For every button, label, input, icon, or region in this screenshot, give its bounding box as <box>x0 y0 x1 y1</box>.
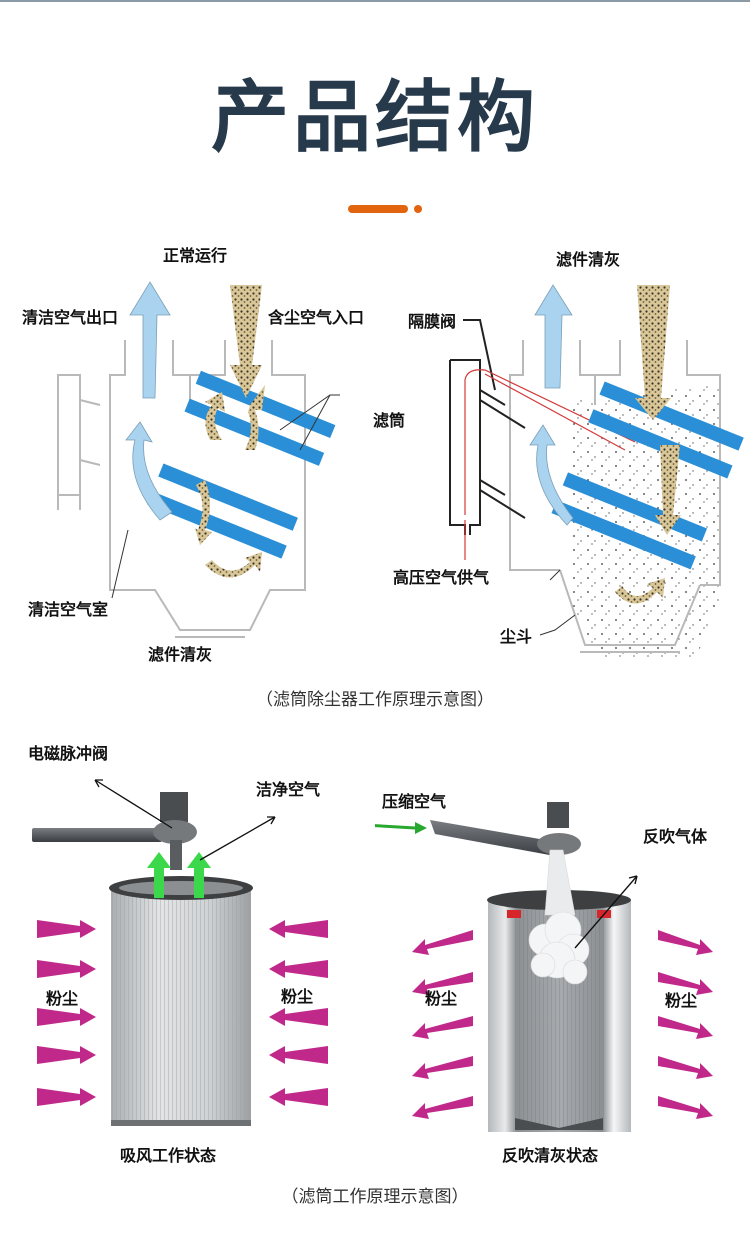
clean-air-green-arrow <box>187 852 211 898</box>
compressed-air-pipe <box>430 820 557 856</box>
filter-cartridge-cylinder <box>109 876 253 1126</box>
label-filter-cleaning-bottom: 滤件清灰 <box>148 645 213 664</box>
filter-cleaning-diagram <box>449 284 744 660</box>
solenoid-pulse-valve-body <box>153 792 197 870</box>
label-compressed-air: 压缩空气 <box>382 792 447 811</box>
dust-flow-arrow <box>205 552 262 578</box>
compressed-air-green-arrow <box>375 822 427 834</box>
dust-flow-arrow <box>245 385 265 450</box>
top-border-line <box>0 0 750 2</box>
label-dust-right-2: 粉尘 <box>665 991 698 1010</box>
air-header-pipe <box>32 828 162 842</box>
label-dust-left-1: 粉尘 <box>46 989 79 1008</box>
label-clean-air: 洁净空气 <box>256 780 321 799</box>
label-reverse-blow-state: 反吹清灰状态 <box>502 1146 599 1165</box>
title-accent-dot <box>414 205 422 213</box>
normal-operation-diagram <box>57 281 340 638</box>
title-accent-bar <box>348 205 408 213</box>
label-suction-working-state: 吸风工作状态 <box>120 1146 217 1165</box>
heading-normal-operation: 正常运行 <box>163 246 228 265</box>
label-clean-air-chamber: 清洁空气室 <box>28 600 109 619</box>
caption-filter-principle: （滤筒工作原理示意图） <box>281 1187 469 1207</box>
filter-tubes <box>147 370 336 559</box>
label-solenoid-pulse-valve: 电磁脉冲阀 <box>28 744 109 763</box>
label-dusty-air-inlet: 含尘空气入口 <box>268 308 365 327</box>
heading-filter-cleaning: 滤件清灰 <box>556 250 621 269</box>
filter-cartridge-cutaway <box>487 890 631 1132</box>
dust-flow-arrow <box>205 392 225 440</box>
label-filter-cartridge: 滤筒 <box>373 411 406 430</box>
clean-air-return-arrow <box>125 421 173 521</box>
dust-arrows-left <box>37 920 96 1106</box>
clean-air-green-arrow <box>147 852 171 898</box>
reverse-blow-diagram <box>375 802 713 1132</box>
housing-outline <box>57 340 306 638</box>
dust-arrows-right-outward <box>658 930 713 1119</box>
caption-dust-collector-principle: （滤筒除尘器工作原理示意图） <box>256 690 494 710</box>
page-title: 产品结构 <box>210 73 539 163</box>
label-dust-hopper: 尘斗 <box>500 627 533 646</box>
dusty-air-inlet-arrow <box>230 285 262 398</box>
clean-air-outlet-arrow <box>129 281 171 399</box>
dust-flow-arrow <box>195 480 212 545</box>
label-clean-air-outlet: 清洁空气出口 <box>22 308 119 327</box>
filter-pointer-line <box>299 394 331 451</box>
label-dust-left-2: 粉尘 <box>425 989 458 1008</box>
chamber-pointer-line <box>111 529 129 599</box>
dust-arrows-left-outward <box>412 930 473 1119</box>
label-reverse-blow-gas: 反吹气体 <box>643 827 708 846</box>
suction-working-diagram <box>32 779 328 1126</box>
label-diaphragm-valve: 隔膜阀 <box>408 312 457 331</box>
reverse-blow-cloud <box>528 849 590 985</box>
dust-arrows-right <box>269 920 328 1106</box>
label-high-pressure-air: 高压空气供气 <box>393 568 490 587</box>
label-dust-right-1: 粉尘 <box>281 987 314 1006</box>
